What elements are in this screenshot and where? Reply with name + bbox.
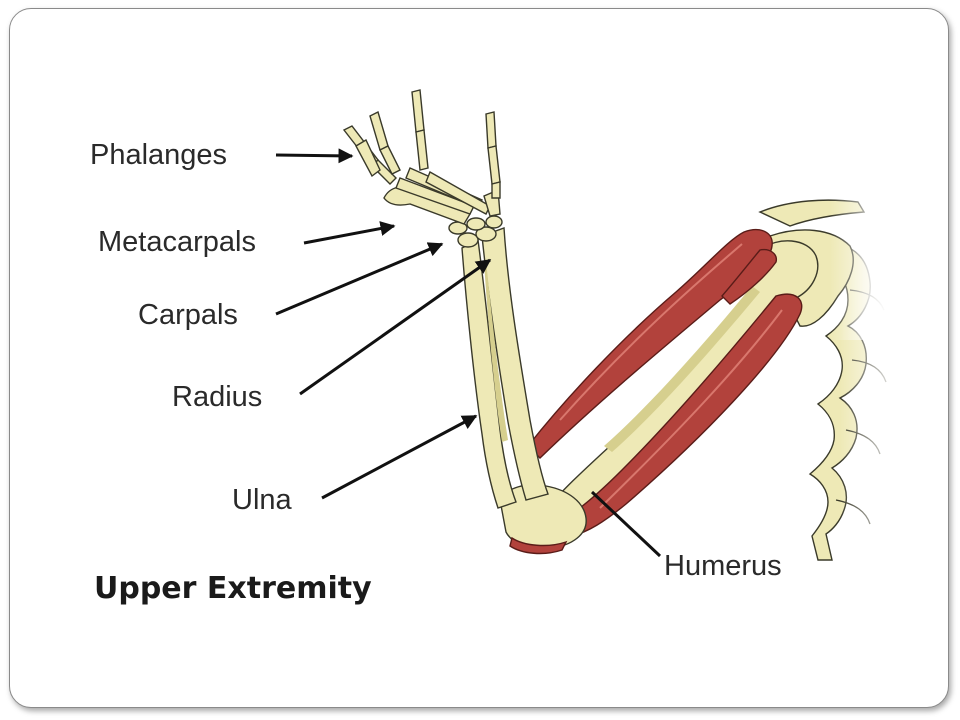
ulna-arrow [321,414,478,500]
label-ulna: Ulna [232,484,293,516]
arm-muscles [527,228,803,537]
carpals-arrow [275,242,444,316]
label-humerus: Humerus [664,550,782,582]
elbow [499,484,587,555]
leader-lines [275,148,662,558]
phalanges-bones [342,89,501,199]
diagram-title: Upper Extremity [94,571,372,606]
humerus-arrow [590,490,662,558]
radius-arrow [299,258,492,396]
forearm-bones [461,227,549,509]
carpals-bones [448,215,503,248]
phalanges-arrow [275,148,354,164]
label-phalanges: Phalanges [90,139,227,171]
label-metacarpals: Metacarpals [98,226,256,258]
metacarpals-bones [383,167,501,225]
metacarpals-arrow [303,221,396,245]
label-carpals: Carpals [138,299,238,331]
label-radius: Radius [172,381,262,413]
